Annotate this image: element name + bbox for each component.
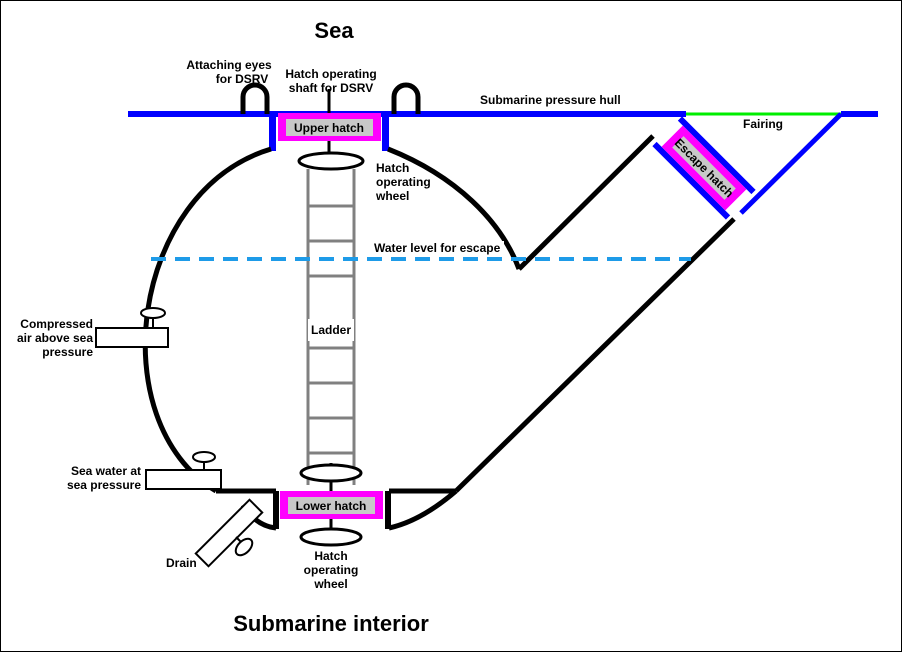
- attaching-eye-right: [391, 82, 421, 114]
- compressed-air-pipe: [95, 327, 169, 348]
- upper-hatch-wheel: [297, 151, 365, 171]
- upper-wheel-label-1: Hatch: [376, 161, 409, 175]
- chamber-upper-right-wall: [387, 146, 522, 270]
- lower-hatch-post-right: [385, 491, 391, 529]
- lower-wheel-label-2: operating: [304, 563, 359, 577]
- drain-valve-handle: [234, 537, 254, 557]
- lower-hatch-wheel-top: [299, 463, 363, 483]
- compressed-air-label-1: Compressed: [20, 317, 93, 331]
- sea-water-label-1: Sea water at: [71, 464, 141, 478]
- fairing-slope-line: [739, 112, 843, 215]
- pressure-hull-label: Submarine pressure hull: [480, 93, 621, 107]
- lower-hatch-panel: [288, 497, 375, 514]
- hatch-shaft-label-1: Hatch operating: [285, 67, 376, 81]
- escape-trunk-left-wall: [517, 134, 655, 271]
- attaching-eyes-label-2: for DSRV: [216, 72, 268, 86]
- compressed-air-valve-handle: [140, 307, 166, 319]
- lower-wheel-label-1: Hatch: [314, 549, 347, 563]
- escape-hatch-seat-top: [677, 116, 756, 195]
- attaching-eye-left: [240, 82, 270, 114]
- title-submarine-interior: Submarine interior: [233, 611, 429, 636]
- fairing-label: Fairing: [743, 117, 783, 131]
- drain-pipe: [194, 498, 264, 568]
- upper-wheel-label-3: wheel: [375, 189, 409, 203]
- title-sea: Sea: [314, 18, 354, 43]
- upper-hatch-label: Upper hatch: [294, 121, 364, 135]
- drain-label: Drain: [166, 556, 197, 570]
- escape-hatch: Escape hatch: [652, 116, 756, 220]
- upper-wheel-label-2: operating: [376, 175, 431, 189]
- compressed-air-label-3: pressure: [42, 345, 93, 359]
- lower-hatch-label: Lower hatch: [296, 499, 367, 513]
- ladder-label: Ladder: [311, 323, 351, 337]
- escape-trunk-right-wall: [454, 217, 736, 493]
- hatch-shaft-label-2: shaft for DSRV: [289, 81, 373, 95]
- upper-hatch-post-left: [269, 113, 276, 151]
- lower-hatch-wheel: [299, 527, 363, 547]
- lower-wheel-label-3: wheel: [313, 577, 347, 591]
- water-level-label-bg: [369, 241, 504, 255]
- ladder: [306, 169, 356, 485]
- sea-water-pipe: [145, 469, 222, 490]
- escape-hatch-panel: [672, 136, 736, 200]
- compressed-air-label-2: air above sea: [17, 331, 93, 345]
- chamber-bottom-right-curve: [388, 489, 458, 531]
- sea-water-valve-handle: [192, 451, 216, 463]
- drain-valve: [194, 498, 264, 568]
- chamber-left-wall: [142, 146, 272, 494]
- escape-hatch-seat-bottom: [652, 141, 731, 220]
- upper-hatch-post-right: [382, 113, 389, 151]
- sea-water-label-2: sea pressure: [67, 478, 141, 492]
- water-level-label: Water level for escape: [374, 241, 501, 255]
- upper-hatch-panel: [286, 119, 373, 136]
- attaching-eyes-label-1: Attaching eyes: [186, 58, 272, 72]
- lower-hatch-post-left: [273, 491, 279, 529]
